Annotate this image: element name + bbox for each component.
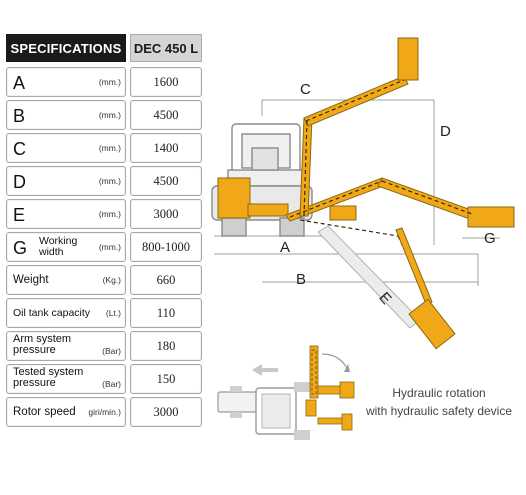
label-cell: D (mm.) [6,166,126,196]
row-label: Arm system pressure [13,333,72,356]
table-row-weight: Weight (Kg.) 660 [6,265,202,295]
table-row-e: E (mm.) 3000 [6,199,202,229]
label-cell: A (mm.) [6,67,126,97]
row-label: A [13,73,26,93]
row-unit: (mm.) [98,110,121,120]
dimension-label-b: B [296,271,306,288]
label-cell: Weight (Kg.) [6,265,126,295]
row-value: 4500 [130,166,202,196]
row-value: 660 [130,265,202,295]
top-view-icon [217,345,355,440]
table-row-a: A (mm.) 1600 [6,67,202,97]
mower-arm-icon [217,37,515,228]
row-unit: giri/min.) [88,407,121,417]
row-unit: (Lt.) [105,308,121,318]
dimension-label-c: C [300,81,311,98]
row-label: Rotor speed [13,406,76,418]
row-value: 1600 [130,67,202,97]
row-value: 180 [130,331,202,361]
row-value: 1400 [130,133,202,163]
row-label: G [13,238,28,258]
table-row-c: C (mm.) 1400 [6,133,202,163]
label-cell: G Working width (mm.) [6,232,126,262]
row-value: 110 [130,298,202,328]
table-row-rotor-speed: Rotor speed giri/min.) 3000 [6,397,202,427]
model-header: DEC 450 L [130,34,202,62]
rotation-caption-line1: Hydraulic rotation [392,386,486,400]
rotation-caption-line2: with hydraulic safety device [365,404,513,418]
specifications-header: SPECIFICATIONS [6,34,126,62]
row-value: 150 [130,364,202,394]
dimension-label-d: D [440,123,451,140]
row-value: 4500 [130,100,202,130]
label-cell: Arm system pressure (Bar) [6,331,126,361]
row-label: Weight [13,274,49,286]
table-row-d: D (mm.) 4500 [6,166,202,196]
lowered-arm-icon [317,225,456,350]
dimension-label-a: A [280,239,290,256]
label-cell: Tested system pressure (Bar) [6,364,126,394]
table-row-g: G Working width (mm.) 800-1000 [6,232,202,262]
table-row-b: B (mm.) 4500 [6,100,202,130]
row-value: 3000 [130,397,202,427]
label-cell: B (mm.) [6,100,126,130]
row-unit: (Bar) [102,346,121,356]
row-unit: (Kg.) [102,275,121,285]
row-label: Tested system pressure [13,366,84,389]
row-sublabel: Working width [39,235,78,258]
label-cell: Rotor speed giri/min.) [6,397,126,427]
row-label: E [13,205,26,225]
row-label: C [13,139,26,159]
row-value: 3000 [130,199,202,229]
row-unit: (Bar) [102,379,121,389]
table-row-arm-pressure: Arm system pressure (Bar) 180 [6,331,202,361]
row-unit: (mm.) [98,143,121,153]
label-cell: E (mm.) [6,199,126,229]
row-unit: (mm.) [98,176,121,186]
table-row-oil-tank: Oil tank capacity (Lt.) 110 [6,298,202,328]
row-value: 800-1000 [130,232,202,262]
label-cell: Oil tank capacity (Lt.) [6,298,126,328]
dimension-label-g: G [484,230,496,247]
row-label: B [13,106,26,126]
row-unit: (mm.) [98,242,121,252]
row-label: Oil tank capacity [13,307,91,319]
row-label: D [13,172,26,192]
row-unit: (mm.) [98,77,121,87]
label-cell: C (mm.) [6,133,126,163]
row-unit: (mm.) [98,209,121,219]
table-row-tested-pressure: Tested system pressure (Bar) 150 [6,364,202,394]
